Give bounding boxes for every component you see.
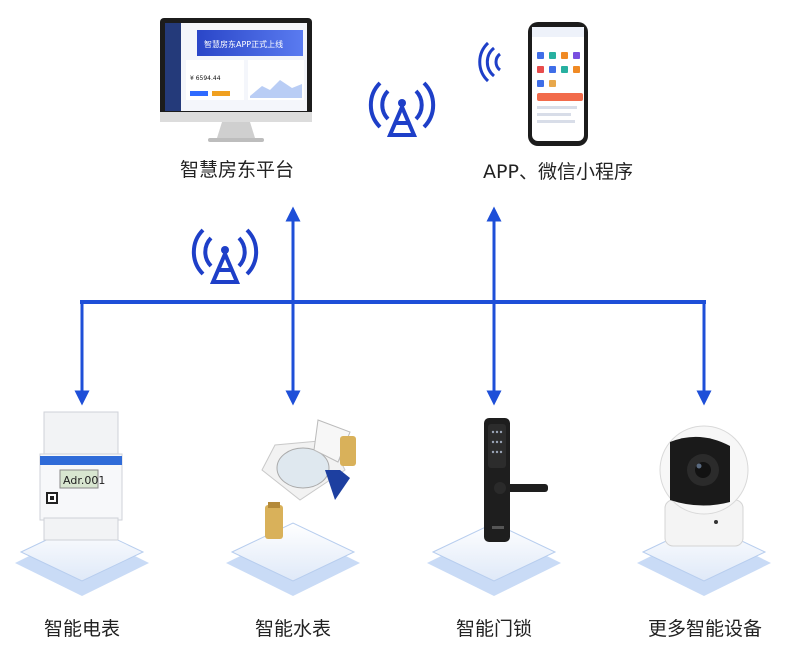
connection-network (74, 206, 712, 406)
device-platform (427, 522, 561, 596)
meter-label: 智能电表 (43, 618, 120, 640)
phone-icon (528, 22, 588, 146)
device-platform (226, 522, 360, 596)
more-label: 更多智能设备 (647, 618, 762, 640)
water-meter-icon (261, 419, 356, 539)
meter-display: Adr.001 (63, 474, 105, 487)
signal-tower-icon (368, 81, 436, 137)
platform-label: 智慧房东平台 (179, 159, 294, 181)
app-label: APP、微信小程序 (483, 161, 633, 183)
water-label: 智能水表 (254, 618, 331, 640)
signal-tower-icon (191, 228, 259, 284)
wifi-signal-icon (478, 41, 502, 83)
monitor-banner-text: 智慧房东APP正式上线 (204, 39, 283, 49)
monitor-icon: 智慧房东APP正式上线 ¥ 6594.44 (160, 18, 312, 142)
monitor-value-text: ¥ 6594.44 (190, 75, 221, 82)
security-camera-icon (659, 425, 749, 547)
lock-label: 智能门锁 (455, 618, 532, 640)
electric-meter-icon: Adr.001 (39, 411, 123, 541)
smart-lock-icon (484, 418, 548, 542)
